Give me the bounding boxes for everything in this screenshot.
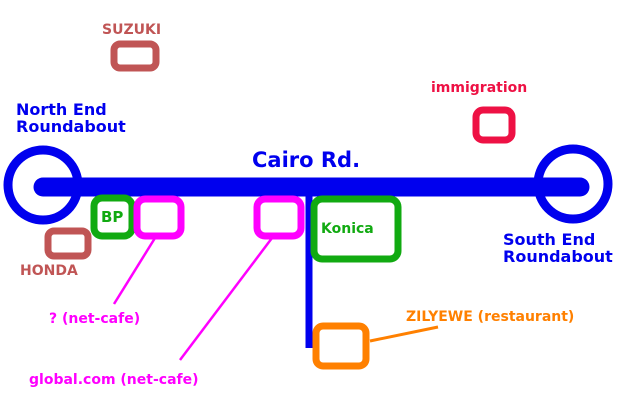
konica-label: Konica	[321, 221, 374, 237]
road-name-label: Cairo Rd.	[252, 148, 361, 172]
south-roundabout-line1: South End	[503, 230, 596, 249]
zilyewe-label: ZILYEWE (restaurant)	[406, 309, 575, 325]
zilyewe-pointer	[369, 325, 439, 343]
honda-marker[interactable]	[44, 227, 92, 260]
netcafe-global-label: global.com (net-cafe)	[29, 372, 199, 388]
netcafe-unknown-marker[interactable]	[133, 195, 185, 240]
konica-marker[interactable]	[310, 195, 402, 263]
south-roundabout-label: South End Roundabout	[503, 230, 613, 266]
bp-label: BP	[101, 208, 124, 226]
netcafe-global-pointer	[179, 237, 273, 361]
immigration-label: immigration	[431, 80, 528, 96]
honda-label: HONDA	[20, 263, 78, 279]
netcafe-unknown-pointer	[112, 237, 157, 305]
zilyewe-marker[interactable]	[312, 322, 370, 370]
north-roundabout-line2: Roundabout	[16, 116, 126, 136]
immigration-marker[interactable]	[472, 106, 516, 144]
south-roundabout-line2: Roundabout	[503, 246, 613, 266]
suzuki-marker[interactable]	[110, 40, 160, 72]
suzuki-label: SUZUKI	[102, 22, 162, 38]
north-roundabout-label: North End Roundabout	[16, 100, 126, 136]
bp-marker[interactable]	[90, 194, 136, 240]
netcafe-unknown-label: ? (net-cafe)	[49, 311, 141, 327]
netcafe-global-marker[interactable]	[253, 195, 305, 240]
north-roundabout-line1: North End	[16, 100, 107, 119]
